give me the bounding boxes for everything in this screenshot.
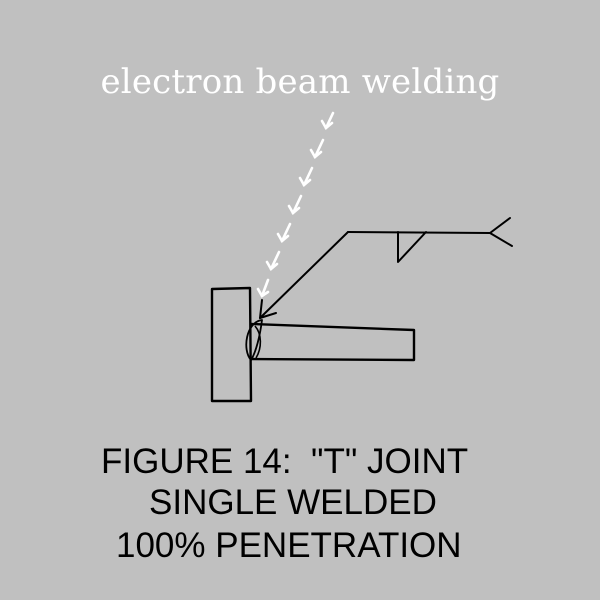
beam-arrow — [276, 222, 292, 243]
electron-beam-welding-label: electron beam welding — [100, 62, 500, 102]
t-joint — [210, 286, 416, 403]
beam-arrow — [256, 278, 270, 298]
figure-caption-line-1: FIGURE 14: "T" JOINT — [101, 442, 469, 481]
weld-penetration-line — [254, 325, 262, 359]
welding-symbol — [259, 217, 513, 319]
beam-arrow — [298, 166, 314, 187]
weld-symbol-tail — [489, 217, 513, 247]
vertical-plate — [210, 286, 253, 403]
electron-beam-arrows — [256, 111, 335, 298]
horizontal-plate — [250, 322, 416, 362]
beam-arrow — [265, 250, 281, 271]
weld-leader-line — [259, 231, 349, 319]
fillet-weld-symbol — [397, 231, 427, 263]
figure-caption-line-2: SINGLE WELDED — [149, 483, 437, 522]
beam-arrow — [287, 194, 303, 215]
weld-reference-line — [347, 231, 491, 234]
beam-arrow — [309, 138, 325, 159]
beam-arrow — [320, 111, 335, 130]
weld-leader-arrowhead — [259, 299, 277, 319]
figure-caption-line-3: 100% PENETRATION — [116, 526, 462, 565]
